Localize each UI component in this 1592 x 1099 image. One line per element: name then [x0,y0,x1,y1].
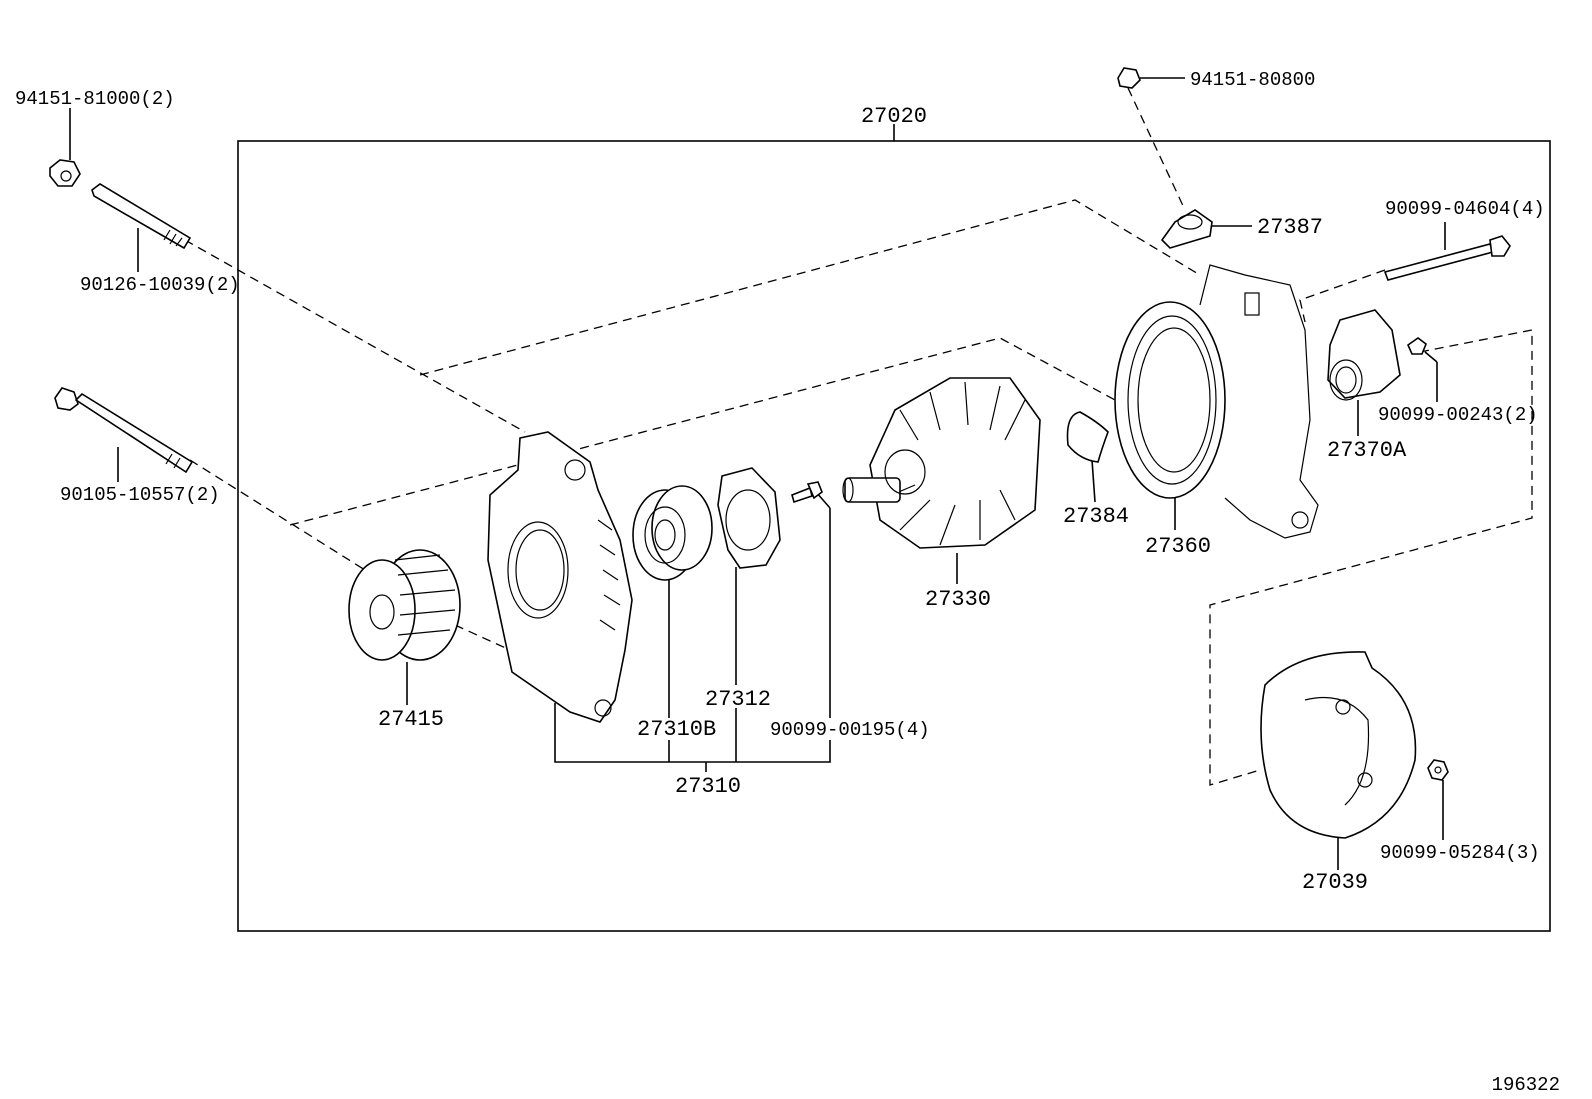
pulley-27415-icon [348,549,461,661]
clip-94151-80800-icon [1117,67,1141,89]
label-90099-00243: 90099-00243(2) [1378,404,1538,426]
regulator-27370A-icon [1327,309,1401,401]
label-90099-05284: 90099-05284(3) [1380,842,1540,864]
rectifier-end-frame-icon [487,431,633,723]
assembly-frame [237,124,1551,932]
bolt-90099-04604-icon [1383,235,1511,281]
label-27310B: 27310B [637,717,716,742]
nut-90099-05284-icon [1427,759,1449,781]
label-90105-10557: 90105-10557(2) [60,484,220,506]
label-27384: 27384 [1063,504,1129,529]
label-94151-81000: 94151-81000(2) [15,88,175,110]
label-27330: 27330 [925,587,991,612]
label-90126-10039: 90126-10039(2) [80,274,240,296]
nut-94151-81000-icon [49,159,81,187]
label-90099-00195: 90099-00195(4) [770,719,930,741]
label-27360: 27360 [1145,534,1211,559]
label-27039: 27039 [1302,870,1368,895]
label-27312: 27312 [705,687,771,712]
retainer-plate-27312-icon [717,467,781,569]
wave-washer-27384-icon [1066,411,1109,463]
bearing-27310B-icon [632,485,713,581]
bolt-90105-10557-icon [54,387,194,474]
label-27370A: 27370A [1327,438,1407,463]
screw-90099-00195-icon [791,481,823,504]
rotor-27330-icon [842,377,1041,549]
assembly-number-label: 27020 [861,104,927,129]
solid-leaders [69,77,1446,870]
screw-90099-00243-icon [1407,337,1427,355]
terminal-insulator-27387-icon [1160,209,1213,249]
bolt-90126-10039-icon [91,183,192,250]
label-27415: 27415 [378,707,444,732]
label-27310: 27310 [675,774,741,799]
drive-end-frame-27360-icon [1114,264,1319,539]
label-27387: 27387 [1257,215,1323,240]
rear-cover-27039-icon [1260,651,1417,839]
label-90099-04604: 90099-04604(4) [1385,198,1545,220]
diagram-id-label: 196322 [1492,1074,1560,1096]
label-94151-80800: 94151-80800 [1190,69,1315,91]
